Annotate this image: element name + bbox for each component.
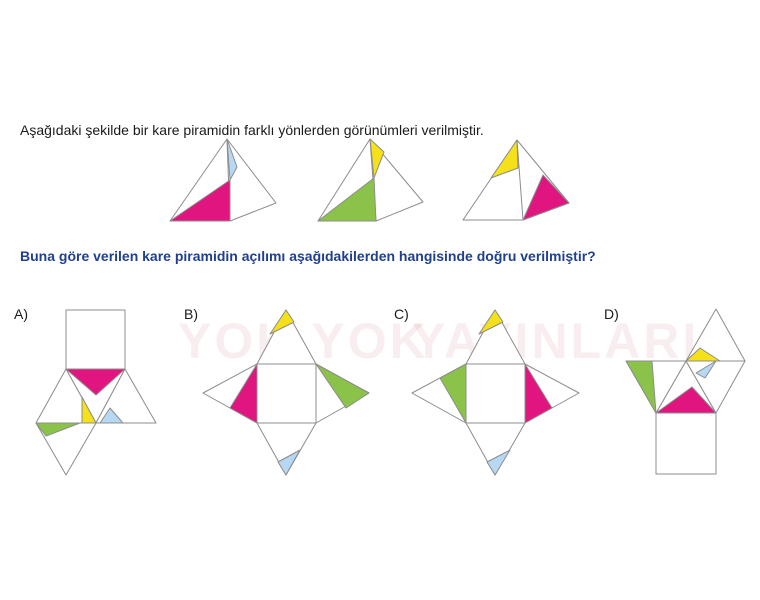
option-b-blue-face [277,449,301,476]
pyramid-view-3 [462,139,570,221]
option-d-yellow-face [685,347,721,362]
option-c-magenta-face [524,363,553,424]
watermark-right: YAYINLARI [412,313,700,369]
pyramid-view-2 [317,138,424,222]
question-intro: Aşağıdaki şekilde bir kare piramidin far… [20,122,484,138]
option-b-label[interactable]: B) [184,306,198,322]
option-c-yellow-face [478,309,504,335]
option-a-yellow-face [81,396,97,424]
option-c-net[interactable] [411,309,580,476]
option-d-magenta-face [655,386,717,414]
option-b-yellow-face [269,309,295,335]
option-b-green-face [315,363,370,409]
option-b-net[interactable] [202,309,370,476]
option-c-green-face [439,363,467,424]
option-d-blue-face [695,360,717,379]
question-prompt: Buna göre verilen kare piramidin açılımı… [20,248,596,264]
option-d-net[interactable] [625,308,746,475]
pyramid-view-2-green-face [317,177,377,222]
option-a-label[interactable]: A) [14,306,28,322]
option-c-blue-face [486,449,511,476]
pyramid-view-1-magenta-face [169,179,231,222]
option-d-green-face [625,360,657,414]
pyramid-view-3-magenta-face [522,174,570,221]
pyramid-view-1 [169,138,277,222]
pyramid-view-3-yellow-face [490,139,519,179]
option-d-label[interactable]: D) [604,306,619,322]
option-a-blue-face [99,407,124,424]
pyramid-view-1-blue-face [226,138,238,181]
pyramid-view-2-yellow-face [369,138,385,179]
option-b-magenta-face [229,363,258,424]
option-a-magenta-face [65,368,126,396]
option-a-net[interactable] [35,309,157,476]
option-c-label[interactable]: C) [394,306,409,322]
option-a-green-face [35,422,81,437]
